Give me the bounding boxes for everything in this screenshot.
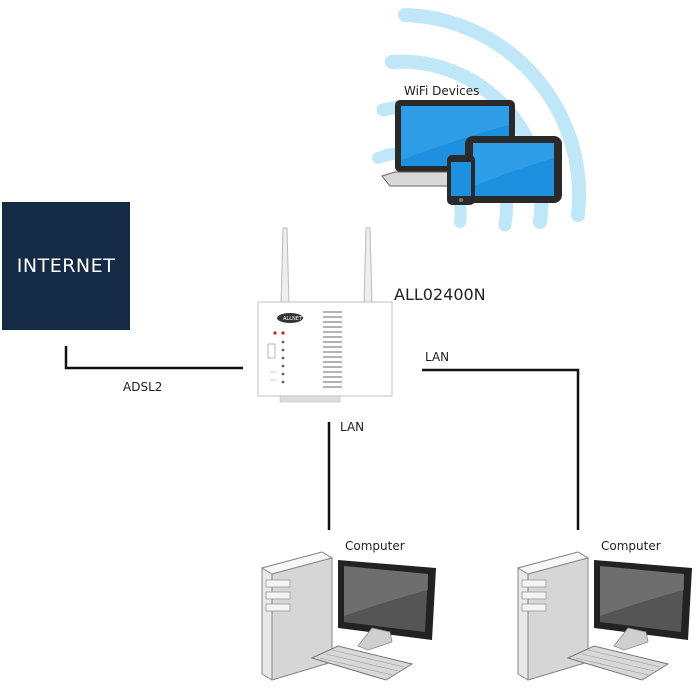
adsl-link-line xyxy=(64,346,243,370)
lan-link-right-label: LAN xyxy=(425,350,450,364)
router-antennas xyxy=(280,227,373,306)
computer-icon xyxy=(516,551,692,681)
computer-icon xyxy=(260,551,436,681)
adsl-link-label: ADSL2 xyxy=(123,380,163,394)
router-icon: ALLNET xyxy=(257,301,393,403)
computer-label: Computer xyxy=(345,539,405,553)
internet-label: INTERNET xyxy=(16,255,116,277)
connection-lines xyxy=(64,346,580,530)
computer-label: Computer xyxy=(601,539,661,553)
lan-link-bottom-label: LAN xyxy=(340,420,365,434)
wifi-devices-label: WiFi Devices xyxy=(404,84,480,98)
lan-link-right-line xyxy=(422,368,580,530)
router-model-label: ALL02400N xyxy=(394,285,486,304)
tablet-icon xyxy=(465,136,562,203)
internet-box: INTERNET xyxy=(2,202,130,330)
router-brand-label: ALLNET xyxy=(283,316,303,322)
smartphone-icon xyxy=(447,155,475,205)
